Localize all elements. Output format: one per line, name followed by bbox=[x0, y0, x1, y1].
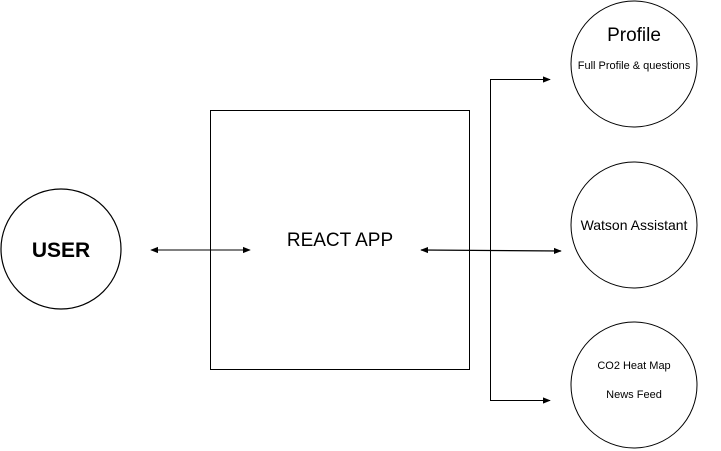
watson-circle bbox=[570, 161, 698, 289]
user-node: USER bbox=[0, 188, 122, 310]
user-circle bbox=[0, 188, 122, 310]
co2-label-line2: News Feed bbox=[606, 389, 662, 401]
react-app-box bbox=[210, 110, 470, 370]
co2-label-line1: CO2 Heat Map bbox=[597, 360, 670, 372]
profile-circle bbox=[570, 0, 698, 128]
react-app-node: REACT APP bbox=[210, 110, 470, 370]
watson-label: Watson Assistant bbox=[581, 217, 688, 233]
profile-subtitle: Full Profile & questions bbox=[578, 60, 691, 72]
react-app-label: REACT APP bbox=[287, 230, 393, 251]
watson-node: Watson Assistant bbox=[570, 161, 698, 289]
profile-title: Profile bbox=[607, 25, 661, 46]
co2-node: CO2 Heat Map News Feed bbox=[570, 321, 698, 449]
profile-node: Profile Full Profile & questions bbox=[570, 0, 698, 128]
user-label: USER bbox=[32, 239, 90, 262]
co2-circle bbox=[570, 321, 698, 449]
